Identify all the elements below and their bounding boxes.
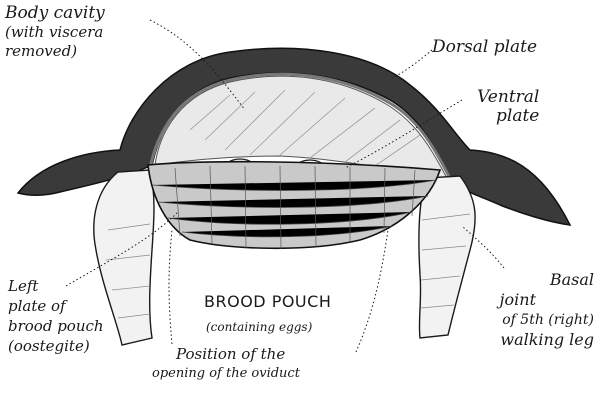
label-brood-pouch-sub: (containing eggs)	[206, 318, 312, 337]
label-left-plate-line3: brood pouch	[8, 316, 104, 336]
label-left-plate-line4: (oostegite)	[8, 336, 104, 356]
label-left-plate: Left plate of brood pouch (oostegite)	[8, 276, 104, 356]
label-dorsal-plate: Dorsal plate	[432, 38, 537, 57]
label-basal-joint-line1: Basal	[456, 270, 594, 290]
label-basal-joint: Basal joint of 5th (right) walking leg	[456, 270, 594, 350]
label-body-cavity: Body cavity (with viscera removed)	[5, 4, 105, 61]
label-ventral-plate-line2: plate	[462, 107, 539, 126]
label-basal-joint-line2: joint	[456, 290, 594, 310]
label-left-plate-line2: plate of	[8, 296, 104, 316]
leader-dorsal-plate	[392, 50, 432, 78]
label-basal-joint-line4: walking leg	[456, 330, 594, 350]
leader-oviduct-2	[356, 230, 388, 352]
label-body-cavity-line3: removed)	[5, 42, 105, 61]
label-brood-pouch-title: BROOD POUCH	[204, 292, 331, 311]
label-left-plate-line1: Left	[8, 276, 104, 296]
label-oviduct-line1: Position of the	[152, 344, 300, 364]
label-body-cavity-line1: Body cavity	[5, 4, 105, 23]
label-ventral-plate-line1: Ventral	[462, 88, 539, 107]
label-ventral-plate: Ventral plate	[462, 88, 539, 126]
label-oviduct: Position of the opening of the oviduct	[152, 344, 300, 384]
label-basal-joint-line3: of 5th (right)	[456, 310, 594, 330]
label-oviduct-line2: opening of the oviduct	[152, 364, 300, 384]
label-body-cavity-line2: (with viscera	[5, 23, 105, 42]
leader-oviduct-1	[169, 230, 172, 344]
